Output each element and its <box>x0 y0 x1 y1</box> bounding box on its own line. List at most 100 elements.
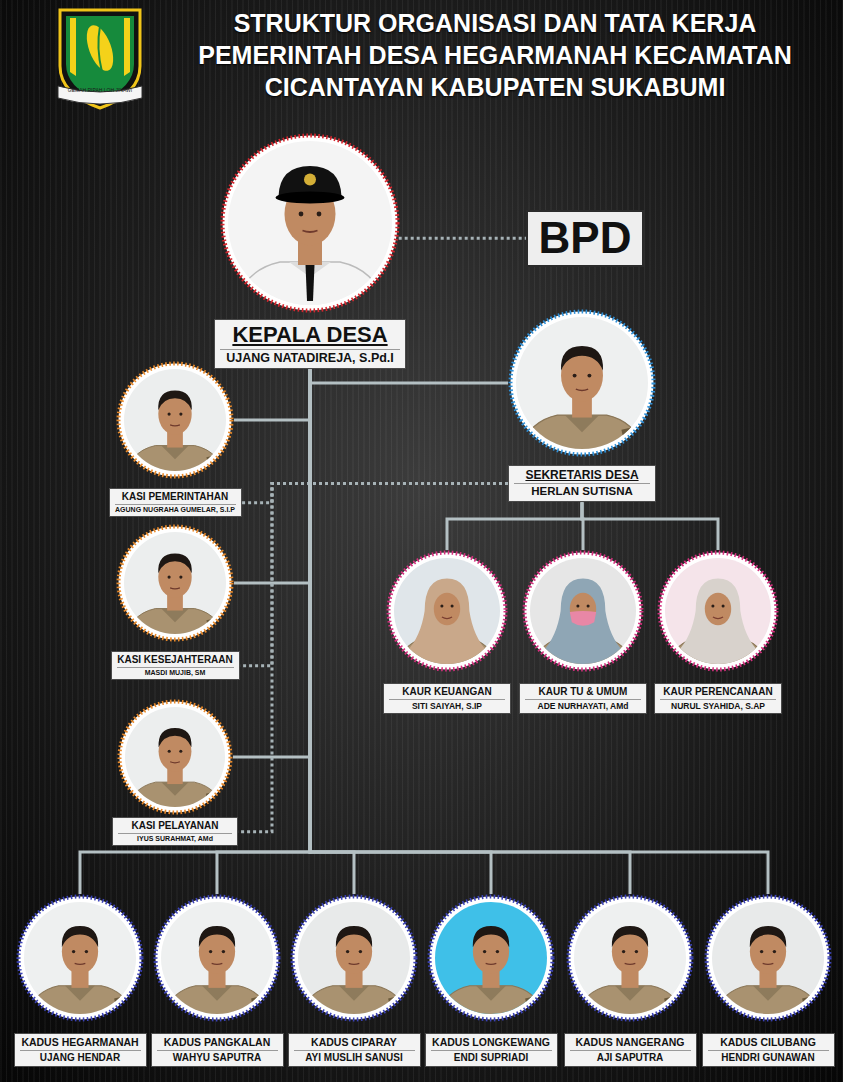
shoulder-badge <box>114 996 125 1009</box>
connector-line <box>234 369 310 420</box>
eye <box>179 576 182 579</box>
eye <box>359 950 362 953</box>
shoulder-badge <box>206 792 216 804</box>
eye <box>85 950 88 953</box>
shoulder-badge <box>664 996 675 1009</box>
person-card: KADUS CILUBANGHENDRI GUNAWAN <box>702 894 835 1067</box>
mouth <box>170 424 180 426</box>
mouth <box>75 963 86 964</box>
uniform <box>575 986 686 1022</box>
collar <box>161 446 189 460</box>
hair <box>158 391 192 411</box>
person-card: KAUR KEUANGANSITI SAIYAH, S.IP <box>383 550 511 714</box>
emblem-leaf <box>81 22 118 75</box>
position-title: KASI PELAYANAN <box>118 820 232 832</box>
emblem-motto: GEMAH RIPAH LOH JINAWI <box>58 87 142 93</box>
person-figure <box>124 554 226 643</box>
position-title: SEKRETARIS DESA <box>514 468 650 482</box>
eye <box>576 604 579 607</box>
name-plate: KASI PELAYANANIYUS SURAHMAT, AMd <box>112 817 238 846</box>
position-title: KAUR TU & UMUM <box>525 686 641 698</box>
collar <box>339 986 369 1001</box>
connector-line <box>234 369 310 583</box>
connector-line <box>399 237 526 240</box>
person-name: AJI SAPUTRA <box>570 1050 691 1064</box>
uniform <box>518 415 646 457</box>
person-card: KADUS LONGKEWANGENDI SUPRIADI <box>425 894 558 1067</box>
uniform <box>713 986 824 1022</box>
person-name: ADE NURHAYATI, AMd <box>525 699 641 711</box>
uniform <box>124 609 226 642</box>
person-name: SITI SAIYAH, S.IP <box>389 699 505 711</box>
position-title: KAUR PERENCANAAN <box>660 686 776 698</box>
person-figure <box>232 166 388 313</box>
person-card: SEKRETARIS DESAHERLAN SUTISNA <box>508 309 656 502</box>
portrait-photo <box>116 361 234 479</box>
face <box>570 593 596 626</box>
portrait-photo <box>16 894 144 1022</box>
position-title: KEPALA DESA <box>220 322 400 348</box>
eye <box>711 604 714 607</box>
mouth <box>349 963 360 964</box>
eye <box>168 750 171 753</box>
position-title: KADUS LONGKEWANG <box>431 1036 552 1049</box>
shoulder-badge <box>206 618 216 630</box>
board-name: BPD <box>538 213 632 264</box>
person-figure <box>124 391 226 480</box>
portrait-photo <box>290 894 418 1022</box>
person-card: KADUS CIPARAYAYI MUSLIH SANUSI <box>288 894 421 1067</box>
collar <box>161 609 189 623</box>
eye <box>222 950 225 953</box>
eye <box>440 604 443 607</box>
shoulder-badge <box>251 996 262 1009</box>
uniform <box>125 782 226 815</box>
name-plate: KAUR KEUANGANSITI SAIYAH, S.IP <box>383 683 511 714</box>
eye <box>773 950 776 953</box>
face <box>434 593 460 626</box>
collar <box>615 986 645 1001</box>
portrait-photo <box>704 894 832 1022</box>
eye <box>179 413 182 416</box>
connector-line <box>310 369 768 894</box>
person-card: KEPALA DESAUJANG NATADIREJA, S.Pd.I <box>214 133 406 369</box>
eye <box>573 374 577 378</box>
eye <box>587 604 590 607</box>
connector-line <box>310 369 354 894</box>
collar <box>202 986 232 1001</box>
collar <box>753 986 783 1001</box>
eye <box>317 212 322 217</box>
connector-line <box>447 502 582 550</box>
regency-emblem <box>56 6 144 112</box>
person-figure <box>436 926 547 1022</box>
eye <box>168 413 171 416</box>
eye <box>760 950 763 953</box>
eye <box>346 950 349 953</box>
shoulder-badge <box>802 996 813 1009</box>
position-title: KADUS PANGKALAN <box>157 1036 278 1049</box>
mouth <box>713 617 723 619</box>
mouth <box>212 963 223 964</box>
name-plate: KADUS PANGKALANWAHYU SAPUTRA <box>151 1033 284 1067</box>
hair <box>199 926 235 947</box>
person-card: KADUS PANGKALANWAHYU SAPUTRA <box>151 894 284 1067</box>
name-plate: KADUS NANGERANGAJI SAPUTRA <box>564 1033 697 1067</box>
person-card: KASI PEMERINTAHANAGUNG NUGRAHA GUMELAR, … <box>109 361 242 517</box>
person-figure <box>125 728 226 815</box>
collar <box>161 782 188 796</box>
uniform <box>299 986 410 1022</box>
person-name: NURUL SYAHIDA, S.AP <box>660 699 776 711</box>
eye <box>299 212 304 217</box>
person-figure <box>25 926 136 1022</box>
shoulder-badge <box>525 996 536 1009</box>
person-name: AGUNG NUGRAHA GUMELAR, S.I.P <box>115 504 236 514</box>
uniform <box>232 262 388 313</box>
portrait-photo <box>116 524 234 642</box>
uniform <box>436 986 547 1022</box>
mouth <box>576 389 588 390</box>
name-plate: KADUS LONGKEWANGENDI SUPRIADI <box>425 1033 558 1067</box>
eye <box>496 950 499 953</box>
headscarf <box>406 578 487 672</box>
person-card: KASI PELAYANANIYUS SURAHMAT, AMd <box>112 699 238 846</box>
position-title: KAUR KEUANGAN <box>389 686 505 698</box>
portrait-photo <box>657 550 779 672</box>
